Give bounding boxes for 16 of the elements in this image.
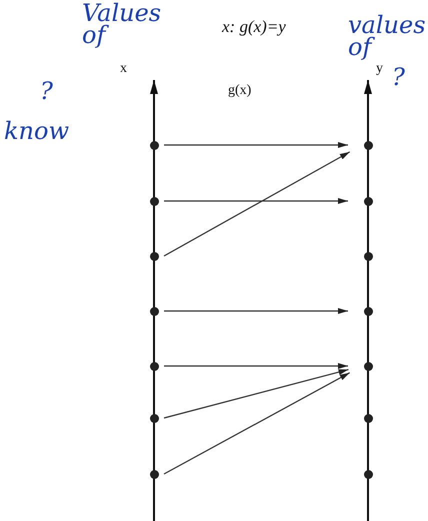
arrow <box>164 372 350 475</box>
arrow <box>164 142 348 148</box>
arrow <box>164 151 350 257</box>
handwritten-note: know <box>4 120 70 142</box>
handwritten-note: ? <box>40 80 54 102</box>
handwritten-note: values of <box>348 14 426 58</box>
arrow <box>164 308 348 314</box>
arrow <box>164 198 348 204</box>
handwritten-note: Values of <box>82 2 162 46</box>
title: x: g(x)=y <box>222 16 286 38</box>
arrow <box>164 368 349 419</box>
handwritten-note: ? <box>392 66 406 88</box>
axis-label: g(x) <box>228 82 252 100</box>
arrow <box>164 363 348 369</box>
axis-label: x <box>120 60 128 78</box>
axis-label: y <box>376 60 384 78</box>
